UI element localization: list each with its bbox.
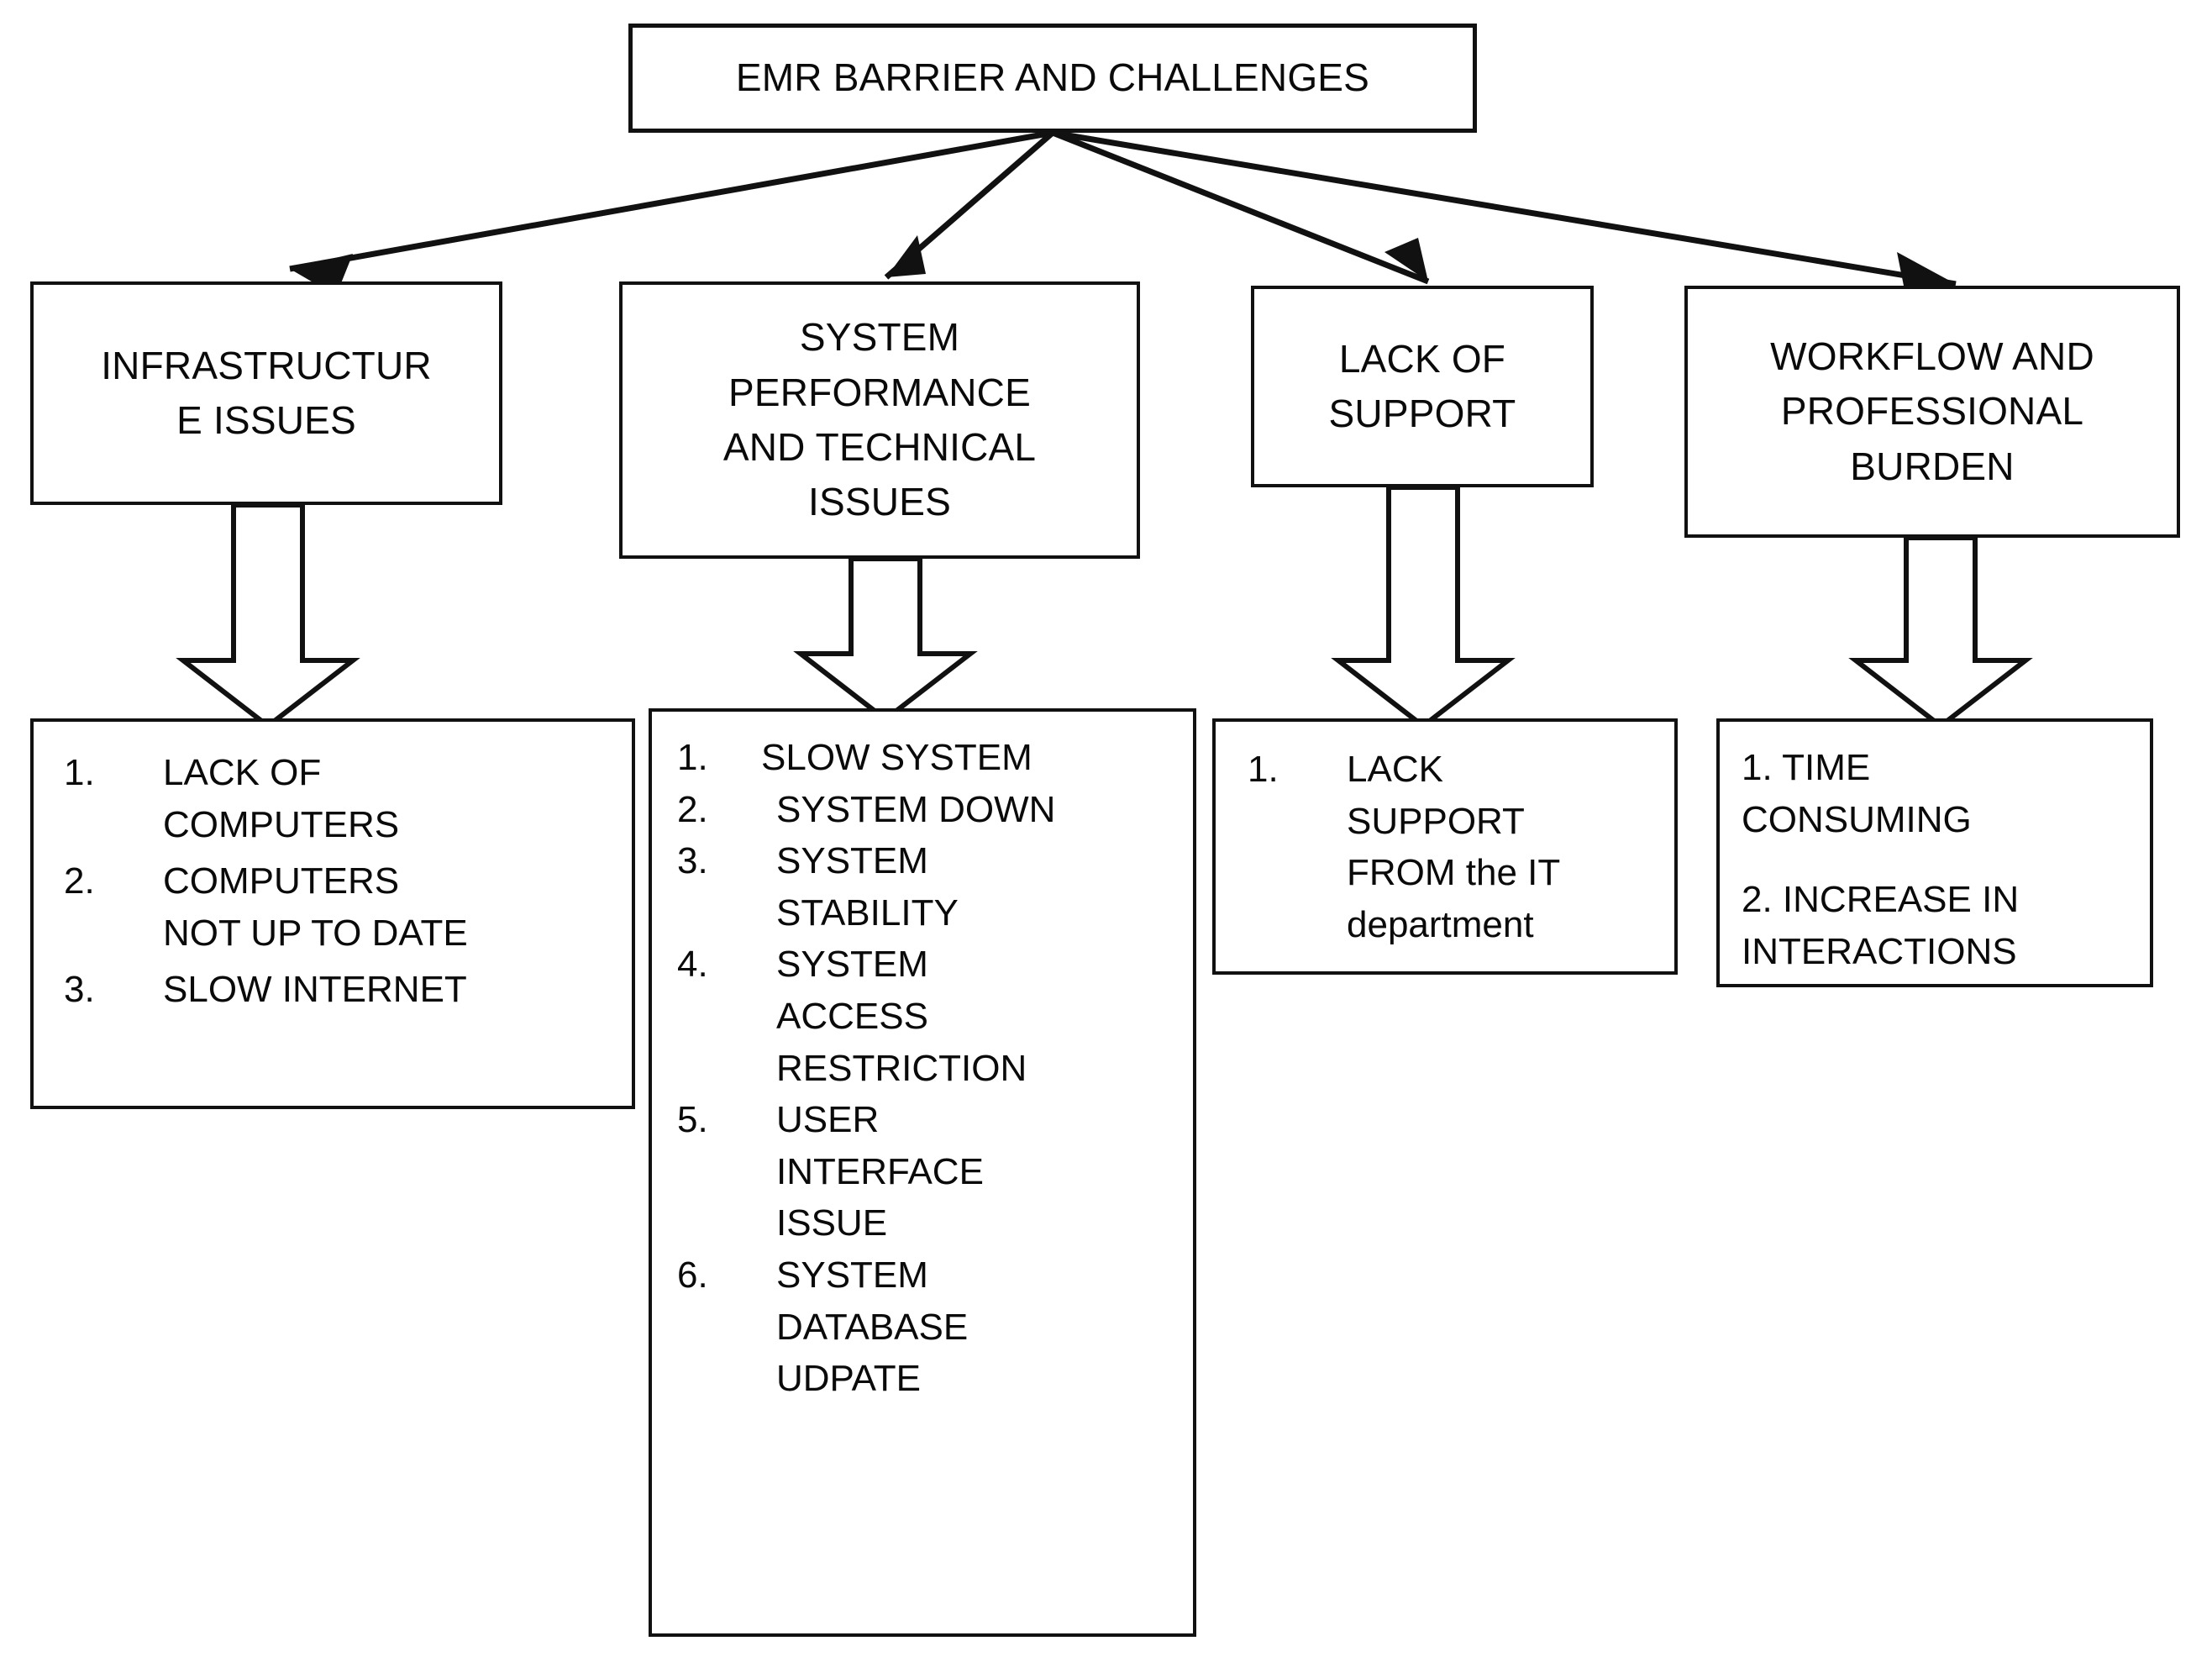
category-node-workflow-and-professional-burden[interactable]: WORKFLOW AND PROFESSIONAL BURDEN xyxy=(1684,286,2180,538)
list-item-number: 2. xyxy=(677,788,708,830)
category-node-label: WORKFLOW AND PROFESSIONAL BURDEN xyxy=(1770,334,2094,488)
category-node-lack-of-support[interactable]: LACK OF SUPPORT xyxy=(1251,286,1594,487)
block-arrow-lack-of-support xyxy=(1331,485,1516,729)
list-item-number: 6. xyxy=(677,1254,708,1296)
list-item-text: SYSTEM DOWN xyxy=(776,788,1056,830)
list-item-number: 5. xyxy=(677,1099,708,1141)
list-item-number: 1. xyxy=(677,737,708,778)
list-item: 1. SLOW SYSTEM xyxy=(677,732,1185,784)
list-item: 4. SYSTEM ACCESS RESTRICTION xyxy=(677,939,1185,1094)
block-arrow-infrastructure xyxy=(176,502,360,729)
list-item-text: COMPUTERS NOT UP TO DATE xyxy=(163,860,468,954)
category-node-infrastructure-issues[interactable]: INFRASTRUCTUR E ISSUES xyxy=(30,281,502,505)
list-item-number: 1. xyxy=(1248,749,1279,790)
list-item: 1. LACK OF COMPUTERS xyxy=(64,747,620,850)
list-item-text: SYSTEM DATABASE UDPATE xyxy=(776,1254,969,1400)
list-item: 2. INCREASE IN INTERACTIONS xyxy=(1742,874,2140,977)
list-item: 3. SLOW INTERNET xyxy=(64,964,620,1016)
list-item-text: TIME CONSUMING xyxy=(1742,747,1972,840)
list-item-text: SLOW SYSTEM xyxy=(761,737,1032,778)
detail-box-system-performance-and-technical-issues[interactable]: 1. SLOW SYSTEM 2. SYSTEM DOWN 3. SYSTEM … xyxy=(649,708,1196,1637)
category-node-label: LACK OF SUPPORT xyxy=(1328,336,1516,435)
category-node-label: SYSTEM PERFORMANCE AND TECHNICAL ISSUES xyxy=(722,315,1037,524)
list-item-number: 3. xyxy=(64,969,95,1011)
detail-box-lack-of-support[interactable]: 1. LACK SUPPORT FROM the IT department xyxy=(1212,718,1678,975)
list-item-text: LACK SUPPORT FROM the IT department xyxy=(1347,749,1561,945)
list-item-number: 1. xyxy=(1742,747,1783,788)
detail-list: 1. TIME CONSUMING 2. INCREASE IN INTERAC… xyxy=(1720,722,2150,977)
list-item: 5. USER INTERFACE ISSUE xyxy=(677,1094,1185,1249)
arrow-root-to-infrastructure xyxy=(289,129,1053,296)
list-item-number: 1. xyxy=(64,752,95,793)
detail-box-workflow-and-professional-burden[interactable]: 1. TIME CONSUMING 2. INCREASE IN INTERAC… xyxy=(1716,718,2153,987)
block-arrow-system-performance xyxy=(793,556,978,723)
list-item-number: 4. xyxy=(677,944,708,986)
list-item-number: 2. xyxy=(1742,879,1783,921)
list-item: 2. SYSTEM DOWN xyxy=(677,784,1185,836)
arrow-root-to-system-performance xyxy=(884,130,1055,280)
block-arrow-workflow-burden xyxy=(1848,535,2033,729)
list-item-text: SYSTEM ACCESS RESTRICTION xyxy=(776,944,1027,1089)
detail-list: 1. LACK SUPPORT FROM the IT department xyxy=(1216,722,1674,950)
list-item-text: INCREASE IN INTERACTIONS xyxy=(1742,879,2020,972)
detail-list: 1. LACK OF COMPUTERS 2. COMPUTERS NOT UP… xyxy=(34,722,632,1016)
list-item-text: USER INTERFACE ISSUE xyxy=(776,1099,984,1244)
category-node-system-performance-and-technical-issues[interactable]: SYSTEM PERFORMANCE AND TECHNICAL ISSUES xyxy=(619,281,1140,559)
list-item: 6. SYSTEM DATABASE UDPATE xyxy=(677,1249,1185,1405)
list-item: 2. COMPUTERS NOT UP TO DATE xyxy=(64,855,620,959)
list-item-text: SYSTEM STABILITY xyxy=(776,840,959,934)
category-node-label: INFRASTRUCTUR E ISSUES xyxy=(101,343,432,442)
list-item: 1. LACK SUPPORT FROM the IT department xyxy=(1248,744,1664,950)
arrow-root-to-workflow-burden xyxy=(1052,129,1957,294)
detail-box-infrastructure-issues[interactable]: 1. LACK OF COMPUTERS 2. COMPUTERS NOT UP… xyxy=(30,718,635,1109)
list-item-number: 2. xyxy=(64,860,95,902)
list-item: 3. SYSTEM STABILITY xyxy=(677,835,1185,939)
detail-list: 1. SLOW SYSTEM 2. SYSTEM DOWN 3. SYSTEM … xyxy=(652,712,1193,1405)
root-node-label: EMR BARRIER AND CHALLENGES xyxy=(735,55,1370,100)
arrow-root-to-lack-of-support xyxy=(1051,129,1430,285)
list-item: 1. TIME CONSUMING xyxy=(1742,742,2140,845)
list-item-number: 3. xyxy=(677,840,708,882)
list-item-text: LACK OF COMPUTERS xyxy=(163,752,400,845)
list-item-text: SLOW INTERNET xyxy=(163,969,467,1011)
root-node[interactable]: EMR BARRIER AND CHALLENGES xyxy=(628,24,1477,133)
